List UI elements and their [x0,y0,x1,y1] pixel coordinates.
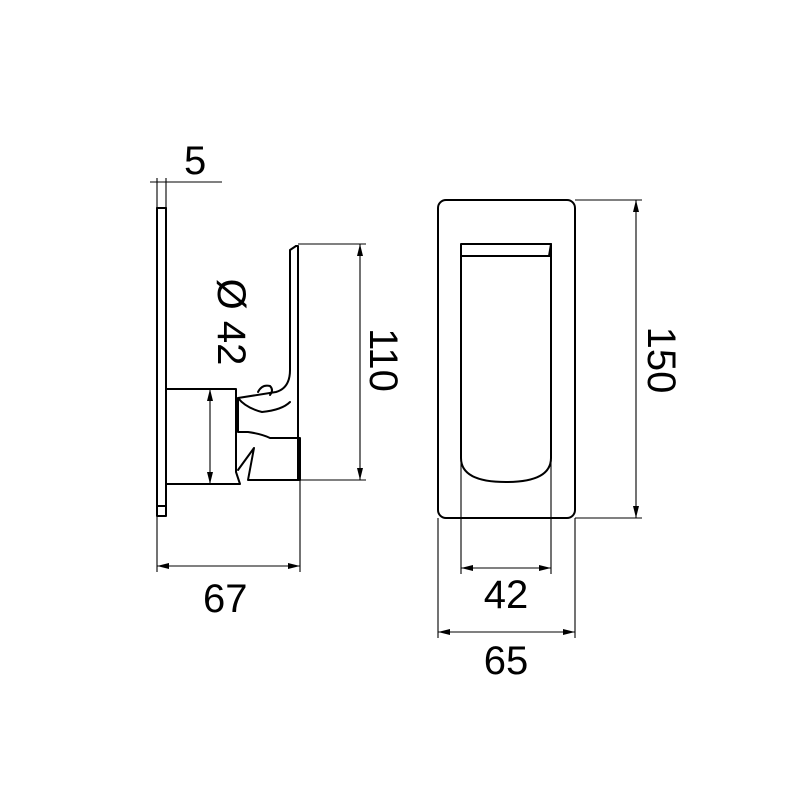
side-lever-bridge [237,397,291,413]
side-lever-knuckle [257,384,273,396]
side-lever-back [295,245,299,481]
dim-label-110: 110 [361,328,405,392]
dim-label-65: 65 [484,639,529,683]
dim-label-5: 5 [184,139,206,183]
front-wall-plate [437,199,576,519]
dim-label-42: 42 [484,573,529,617]
front-lever-inner-edge [548,243,552,257]
dimension-lever-width: 42 [460,458,552,617]
dimension-front-height: 150 [575,199,683,519]
side-cartridge-body [165,388,241,485]
dimension-plate-width: 65 [437,518,576,683]
dim-label-67: 67 [203,577,248,621]
dim-label-diameter-42: Ø 42 [209,279,253,366]
front-lever [460,243,552,483]
dim-label-150: 150 [639,327,683,394]
dimension-side-depth: 67 [156,480,301,621]
dimension-lever-height: 110 [298,243,405,481]
dimension-plate-thickness: 5 [150,139,222,208]
front-view [437,199,576,519]
side-wall-plate [156,207,167,517]
dimension-diameter: Ø 42 [204,279,253,485]
side-lever [237,245,301,481]
